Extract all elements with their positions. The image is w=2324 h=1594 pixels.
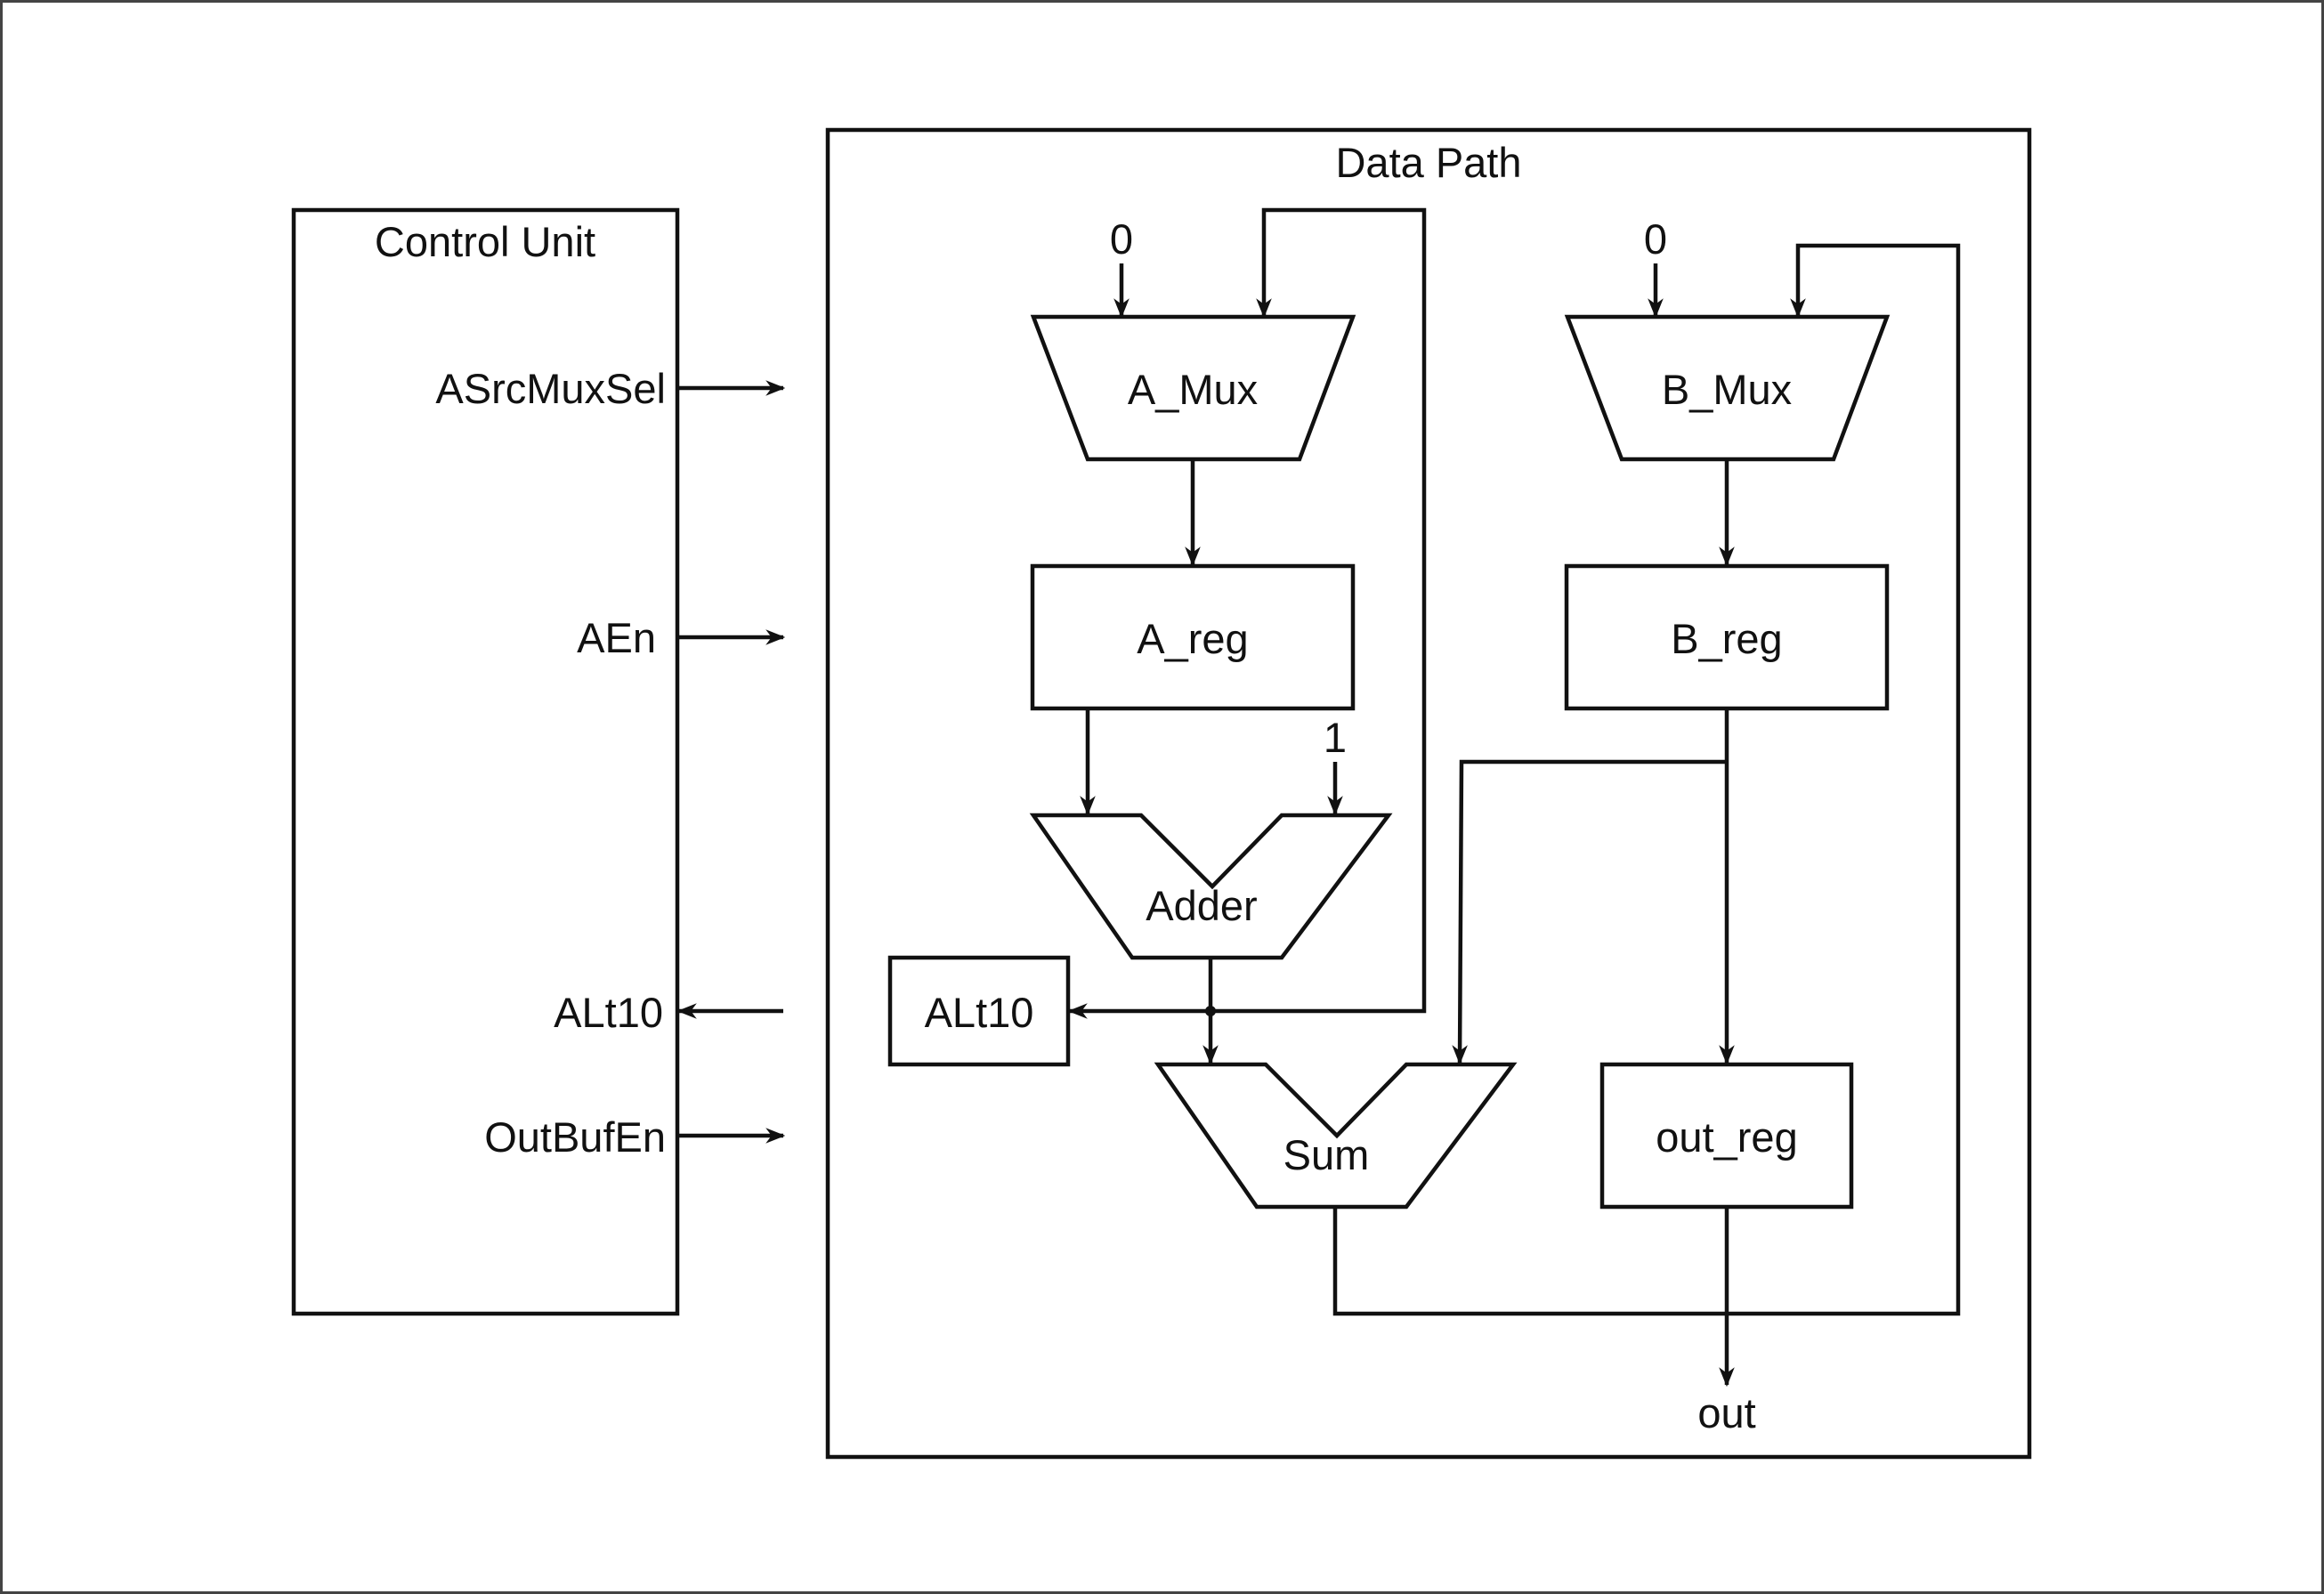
sum bbox=[1154, 1062, 1518, 1210]
alt10-comparator-label: ALt10 bbox=[925, 989, 1034, 1036]
a-reg bbox=[1030, 563, 1356, 711]
adder bbox=[1029, 813, 1393, 960]
junction-dot bbox=[1205, 1006, 1216, 1016]
a-mux-label: A_Mux bbox=[1128, 366, 1258, 413]
a-mux-const-label: 0 bbox=[1110, 215, 1133, 263]
sum-label: Sum bbox=[1283, 1131, 1370, 1178]
a-reg-label: A_reg bbox=[1137, 615, 1248, 662]
control-unit-title: Control Unit bbox=[375, 218, 595, 265]
b-mux-label: B_Mux bbox=[1662, 366, 1792, 413]
b-mux bbox=[1564, 314, 1891, 462]
out-reg bbox=[1599, 1062, 1854, 1210]
control-unit: Control Unit ASrcMuxSel AEn ALt10 OutBuf… bbox=[291, 207, 786, 1316]
wire-b-feedback bbox=[1332, 243, 1961, 1316]
alt10-comparator bbox=[887, 955, 1071, 1067]
control-unit-box bbox=[291, 207, 680, 1316]
data-path-title: Data Path bbox=[1335, 139, 1521, 186]
data-path: Data Path 0 A_Mux A_reg 1 Adder ALt10 0 … bbox=[825, 127, 2032, 1460]
signal-label-aen: AEn bbox=[577, 614, 656, 661]
signal-label-alt10: ALt10 bbox=[554, 989, 663, 1036]
a-mux bbox=[1030, 314, 1356, 462]
wire-b-reg-to-sum bbox=[1452, 759, 1727, 1065]
out-reg-label: out_reg bbox=[1656, 1113, 1797, 1161]
b-reg-label: B_reg bbox=[1671, 615, 1782, 662]
wire-a-feedback bbox=[1211, 207, 1427, 1014]
b-mux-const-label: 0 bbox=[1644, 215, 1667, 263]
signal-label-asrcmuxsel: ASrcMuxSel bbox=[435, 365, 666, 412]
signal-label-outbufen: OutBufEn bbox=[484, 1113, 666, 1161]
output-label: out bbox=[1697, 1389, 1755, 1436]
adder-label: Adder bbox=[1146, 882, 1257, 929]
adder-const-label: 1 bbox=[1324, 714, 1347, 761]
